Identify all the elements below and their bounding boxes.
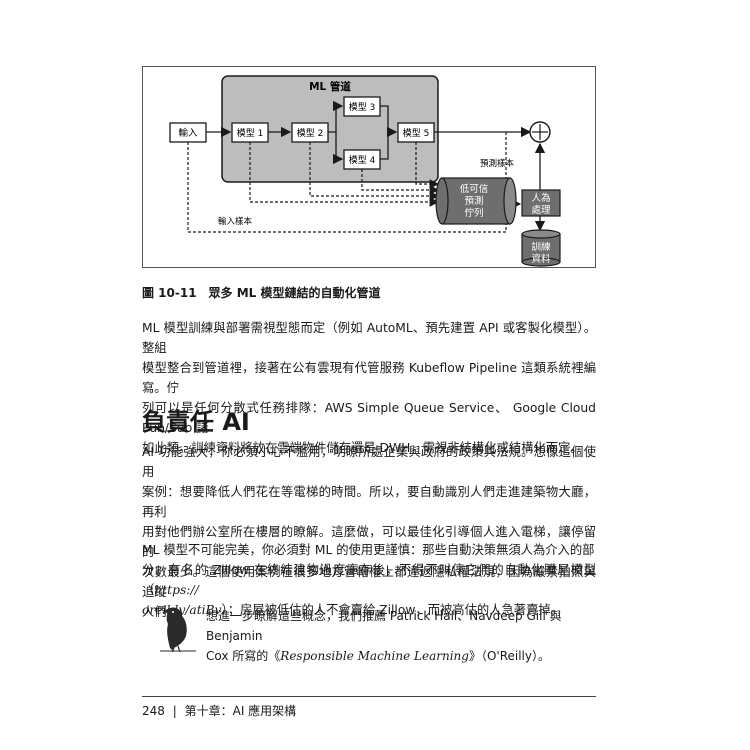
human-label-1: 人為 [531, 192, 550, 204]
note-line-1: 想進一步瞭解這些概念，我們推薦 Patrick Hall、Navdeep Gil… [206, 609, 562, 643]
figure-caption: 圖 10-11 眾多 ML 模型鏈結的自動化管道 [142, 286, 381, 300]
p2-line-2: 案例：想要降低人們花在等電梯的時間。所以，要自動識別人們走進建築物大廳，再利 [142, 485, 596, 519]
section-heading: 負責任 AI [142, 408, 250, 436]
zillow-link-part-1[interactable]: https:// [154, 583, 199, 597]
model3-label: 模型 3 [349, 102, 376, 113]
queue-label-3: 佇列 [464, 207, 483, 219]
model2-label: 模型 2 [297, 128, 324, 139]
flow-arrows [206, 100, 546, 232]
training-label-1: 訓練 [531, 241, 551, 253]
note-box: 想進一步瞭解這些概念，我們推薦 Patrick Hall、Navdeep Gil… [206, 606, 596, 666]
training-label-2: 資料 [531, 253, 551, 265]
model1-label: 模型 1 [237, 128, 264, 139]
p1-line-3: 列可以是任何分散式任務排隊：AWS Simple Queue Service、 … [142, 401, 596, 435]
note-line-2: Cox 所寫的《Responsible Machine Learning》（O'… [206, 646, 596, 666]
p2-line-4: 次數最少。這個使用案例在很多地方管轄權上都違返隱私權法規，因為嚴禁拍照與追蹤 [142, 565, 596, 599]
page-number: 248 [142, 704, 165, 718]
note-line-2-post: 》（O'Reilly）。 [468, 649, 550, 663]
p3-line-2: 分。有名的 Zillow 在終結建物過度庫存後，不得不叫停它們的自動化購屋模型（… [142, 560, 596, 600]
ml-pipeline-diagram: ML 管道 輸入 模型 1 模型 2 模型 3 模型 4 模型 5 [169, 75, 561, 267]
p1-line-2: 模型整合到管道裡，接著在公有雲現有代管服務 Kubeflow Pipeline … [142, 361, 596, 395]
p1-line-4: 如此類。訓練資料將放在雲端物件儲存還是 DWH，需視非結構化或結構化而定。 [142, 441, 583, 455]
p2-line-3: 用對他們辦公室所在樓層的瞭解。這麼做，可以最佳化引導個人進入電梯，讓停留的 [142, 525, 596, 559]
page-footer: 248 | 第十章：AI 應用架構 [142, 702, 296, 719]
pipeline-label: ML 管道 [309, 80, 351, 93]
p1-line-1: ML 模型訓練與部署需視型態而定（例如 AutoML、預先建置 API 或客製化… [142, 321, 596, 355]
chapter-title: 第十章：AI 應用架構 [184, 704, 297, 718]
p3-line-2-text: 分。有名的 Zillow 在終結建物過度庫存後，不得不叫停它們的自動化購屋模型（ [142, 563, 596, 597]
prediction-samples-label: 預測樣本 [480, 158, 515, 169]
figure-frame [142, 66, 596, 268]
human-label-2: 處理 [531, 204, 551, 216]
footer-rule [142, 696, 596, 697]
model4-label: 模型 4 [349, 155, 376, 166]
p2-line-1: AI 功能強大，你必須小心不濫用，明瞭所處企業與政府的政策與法規。想像這個使用 [142, 445, 596, 479]
book-title: Responsible Machine Learning [280, 649, 469, 663]
training-data-store: 訓練 資料 [521, 229, 561, 267]
paragraph-3: ML 模型不可能完美，你必須對 ML 的使用更謹慎：那些自動決策無須人為介入的部… [142, 540, 596, 620]
queue-label-2: 預測 [464, 195, 483, 207]
footer-separator: | [172, 704, 177, 718]
zillow-link-part-2[interactable]: oreil.ly/atiBv [142, 603, 222, 617]
human-processing-node [521, 189, 561, 217]
p3-line-1: ML 模型不可能完美，你必須對 ML 的使用更謹慎：那些自動決策無須人為介入的部 [142, 543, 595, 557]
paragraph-1: ML 模型訓練與部署需視型態而定（例如 AutoML、預先建置 API 或客製化… [142, 318, 596, 458]
note-line-2-pre: Cox 所寫的《 [206, 649, 281, 663]
paragraph-2: AI 功能強大，你必須小心不濫用，明瞭所處企業與政府的政策與法規。想像這個使用 … [142, 442, 596, 622]
input-label: 輸入 [178, 127, 198, 139]
low-confidence-queue: 低可信 預測 佇列 [435, 177, 517, 225]
input-samples-label: 輸入樣本 [218, 216, 253, 227]
queue-label-1: 低可信 [460, 183, 489, 195]
p3-line-3: oreil.ly/atiBv）；房屋被低估的人不會賣給 Zillow，而被高估的… [142, 600, 596, 620]
raven-note-icon [160, 607, 196, 652]
model5-label: 模型 5 [403, 128, 430, 139]
p3-line-3-text: ）；房屋被低估的人不會賣給 Zillow，而被高估的人急著賣掉。 [221, 603, 563, 617]
